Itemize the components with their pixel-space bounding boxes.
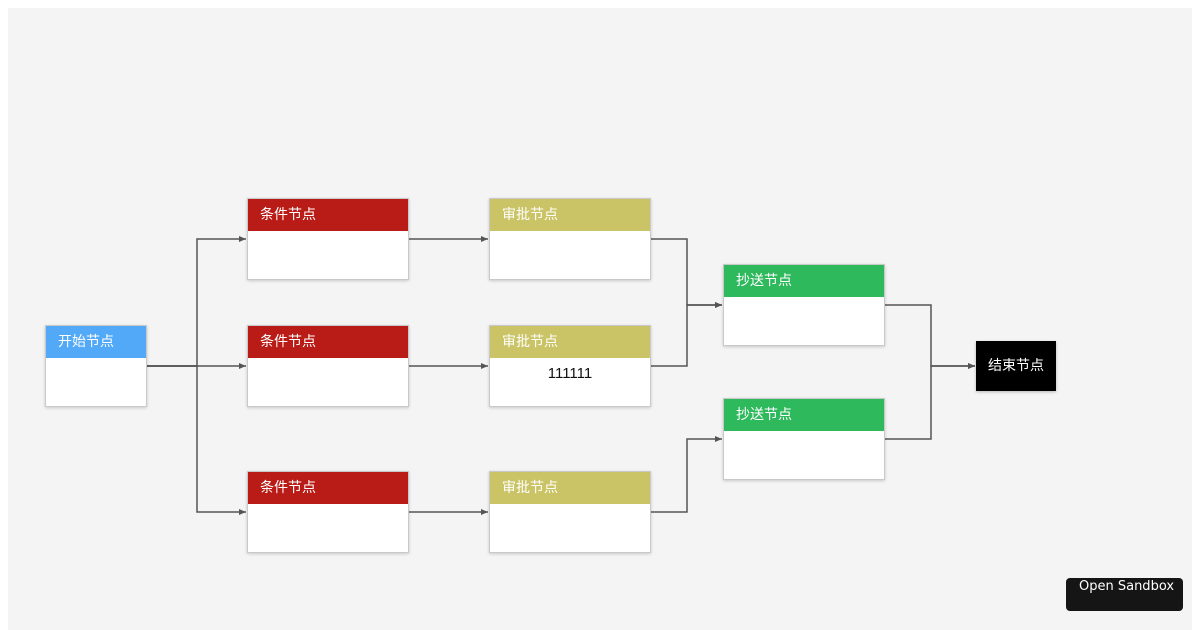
cc-node-content [724,297,884,304]
condition-node[interactable]: 条件节点 [247,198,409,280]
cc-node-content [724,431,884,438]
approval-node-header: 审批节点 [490,326,650,358]
condition-node-content [248,231,408,238]
start-node-header: 开始节点 [46,326,146,358]
end-node[interactable]: 结束节点 [976,341,1056,391]
open-sandbox-button[interactable]: Open Sandbox [1066,578,1183,611]
approval-node[interactable]: 审批节点 [489,471,651,553]
condition-node[interactable]: 条件节点 [247,325,409,407]
condition-node-header: 条件节点 [248,472,408,504]
condition-node-header: 条件节点 [248,326,408,358]
start-node-content [46,358,146,365]
condition-node-content [248,504,408,511]
condition-node-content [248,358,408,365]
cc-node[interactable]: 抄送节点 [723,398,885,480]
condition-node[interactable]: 条件节点 [247,471,409,553]
cc-node[interactable]: 抄送节点 [723,264,885,346]
start-node[interactable]: 开始节点 [45,325,147,407]
approval-node-content [490,504,650,511]
cc-node-header: 抄送节点 [724,399,884,431]
approval-node[interactable]: 审批节点 [489,198,651,280]
cc-node-header: 抄送节点 [724,265,884,297]
approval-node[interactable]: 审批节点 111111 [489,325,651,407]
condition-node-header: 条件节点 [248,199,408,231]
approval-node-content: 111111 [547,365,593,382]
approval-node-header: 审批节点 [490,199,650,231]
approval-node-header: 审批节点 [490,472,650,504]
approval-node-content [490,231,650,238]
